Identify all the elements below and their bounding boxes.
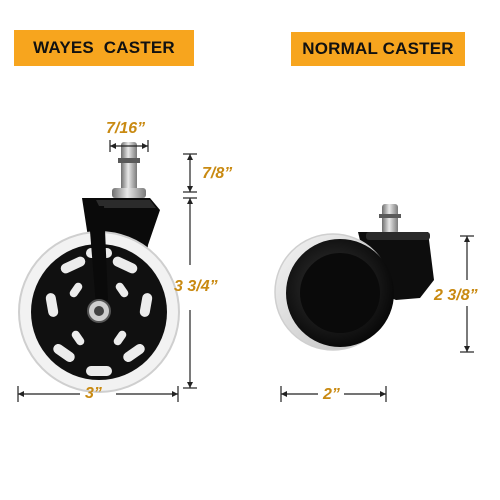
wheel-width-dimension: 3” bbox=[85, 385, 102, 402]
total-height-dimension: 3 3/4” bbox=[174, 278, 218, 295]
normal-caster-label: NORMAL CASTER bbox=[291, 32, 465, 66]
wayes-caster-label: WAYES CASTER bbox=[14, 30, 194, 66]
stem bbox=[121, 142, 137, 197]
normal-height-dimension: 2 3/8” bbox=[434, 287, 478, 304]
stem-height-dimension: 7/8” bbox=[202, 165, 233, 182]
normal-dimension-arrows bbox=[281, 236, 470, 397]
normal-caster bbox=[274, 204, 434, 351]
stem bbox=[382, 204, 398, 234]
stem-width-dimension: 7/16” bbox=[106, 120, 146, 137]
normal-width-dimension: 2” bbox=[323, 386, 340, 403]
wayes-caster bbox=[18, 142, 180, 393]
wayes-dimension-arrows bbox=[18, 143, 193, 397]
